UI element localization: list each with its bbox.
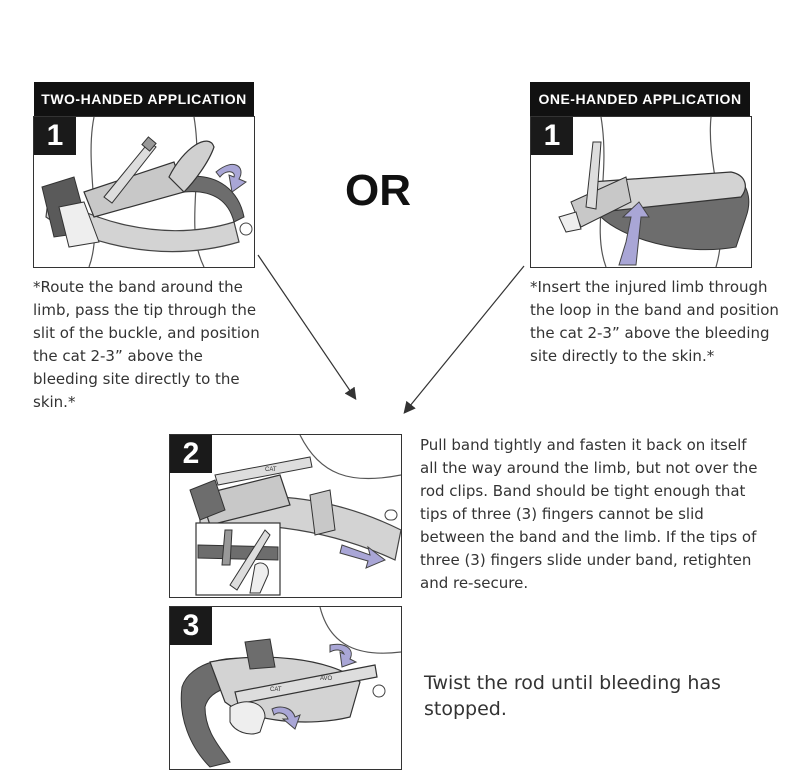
step2-illustration-svg: CAT xyxy=(189,435,401,596)
one-handed-header: ONE-HANDED APPLICATION xyxy=(530,82,750,116)
step3-illustration-svg: CAT AVO xyxy=(180,607,401,768)
two-handed-illustration-svg xyxy=(41,117,253,267)
or-label: OR xyxy=(345,166,411,215)
right-connector-arrow xyxy=(403,265,525,414)
left-connector-arrow xyxy=(257,254,357,400)
two-handed-step1-illustration xyxy=(33,116,255,268)
step3-rod-label: CAT xyxy=(270,687,282,693)
two-handed-header: TWO-HANDED APPLICATION xyxy=(34,82,254,116)
two-handed-caption: *Route the band around the limb, pass th… xyxy=(33,278,260,411)
step3-rod-label-mirrored: AVO xyxy=(320,676,333,682)
step3-text: Twist the rod until bleeding has stopped… xyxy=(424,672,721,720)
step2-illustration: CAT xyxy=(169,434,402,598)
step3-illustration: CAT AVO xyxy=(169,606,402,770)
step3-number: 3 xyxy=(170,607,212,645)
two-handed-step-number: 1 xyxy=(34,117,76,155)
step2-number: 2 xyxy=(170,435,212,473)
step2-text: Pull band tightly and fasten it back on … xyxy=(420,436,758,592)
step2-rod-label: CAT xyxy=(265,467,277,473)
one-handed-step-number: 1 xyxy=(531,117,573,155)
one-handed-illustration-svg xyxy=(558,117,750,267)
one-handed-caption: *Insert the injured limb through the loo… xyxy=(530,278,779,365)
